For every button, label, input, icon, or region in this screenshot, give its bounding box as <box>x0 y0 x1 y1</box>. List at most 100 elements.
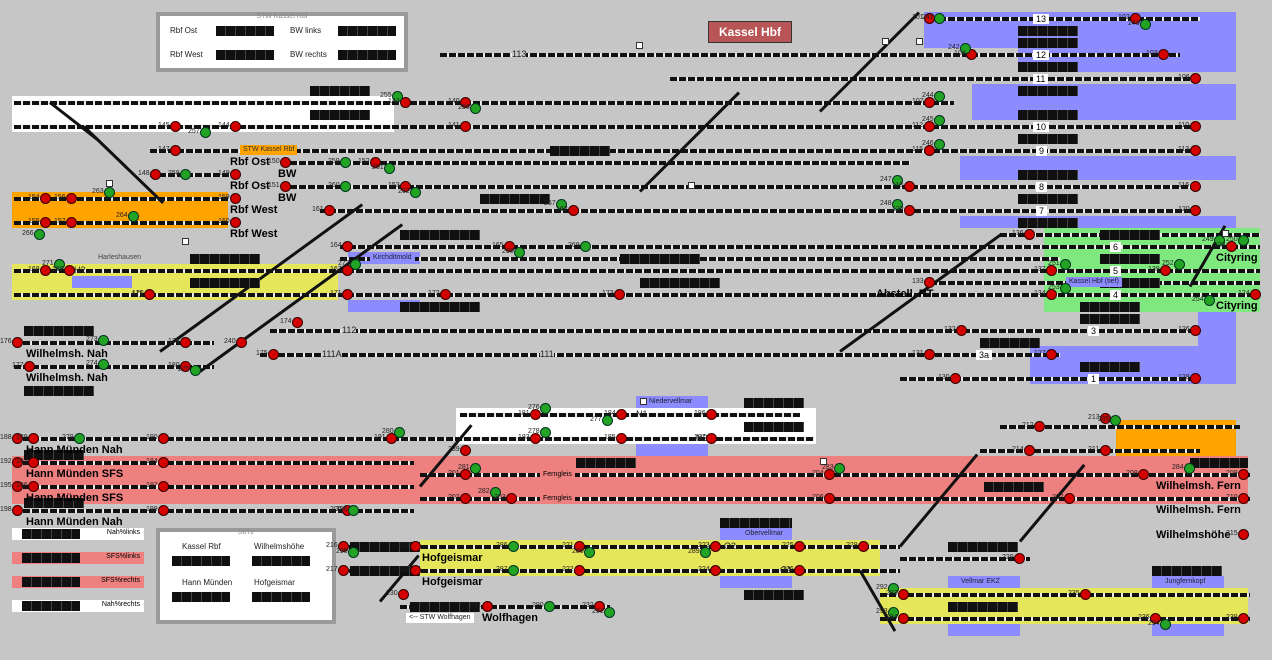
signal-green[interactable] <box>348 505 359 516</box>
signal[interactable] <box>616 409 627 420</box>
signal[interactable] <box>1138 469 1149 480</box>
signal[interactable] <box>410 541 421 552</box>
signal-green[interactable] <box>340 157 351 168</box>
signal-green[interactable] <box>1060 283 1071 294</box>
track[interactable] <box>420 473 1250 477</box>
signal-green[interactable] <box>508 541 519 552</box>
signal-green[interactable] <box>128 211 139 222</box>
track-block[interactable] <box>948 542 1018 552</box>
signal-green[interactable] <box>584 547 595 558</box>
track-block[interactable] <box>620 254 700 264</box>
signal[interactable] <box>66 217 77 228</box>
track[interactable] <box>14 221 230 225</box>
track[interactable] <box>880 593 1250 597</box>
panel-block[interactable] <box>338 26 396 36</box>
track-block[interactable] <box>1100 230 1160 240</box>
signal[interactable] <box>1024 445 1035 456</box>
signal[interactable] <box>924 349 935 360</box>
signal[interactable] <box>1190 373 1201 384</box>
signal[interactable] <box>574 565 585 576</box>
signal-green[interactable] <box>556 199 567 210</box>
signal-green[interactable] <box>190 365 201 376</box>
signal[interactable] <box>158 505 169 516</box>
signal[interactable] <box>1190 181 1201 192</box>
track[interactable] <box>900 557 1030 561</box>
signal-green[interactable] <box>700 547 711 558</box>
signal-green[interactable] <box>1140 19 1151 30</box>
track[interactable] <box>14 125 1200 129</box>
panel-block[interactable] <box>172 592 230 602</box>
signal-green[interactable] <box>104 187 115 198</box>
track[interactable] <box>260 353 1060 357</box>
track[interactable] <box>880 617 1250 621</box>
signal[interactable] <box>150 169 161 180</box>
switch-marker[interactable] <box>882 38 889 45</box>
track-block[interactable] <box>24 450 84 460</box>
signal[interactable] <box>440 289 451 300</box>
switch-marker[interactable] <box>182 238 189 245</box>
signal[interactable] <box>1238 613 1249 624</box>
signal-green[interactable] <box>1160 619 1171 630</box>
switch-marker[interactable] <box>688 182 695 189</box>
signal[interactable] <box>28 481 39 492</box>
signal-green[interactable] <box>888 607 899 618</box>
signal[interactable] <box>400 97 411 108</box>
track-block[interactable] <box>1018 170 1078 180</box>
signal[interactable] <box>1014 553 1025 564</box>
signal[interactable] <box>504 241 515 252</box>
track-block[interactable] <box>980 338 1040 348</box>
signal[interactable] <box>530 409 541 420</box>
track-block[interactable] <box>410 602 480 612</box>
signal[interactable] <box>28 433 39 444</box>
signal[interactable] <box>342 265 353 276</box>
signal-green[interactable] <box>348 547 359 558</box>
signal[interactable] <box>236 337 247 348</box>
signal[interactable] <box>12 457 23 468</box>
crossover-track[interactable] <box>818 11 921 113</box>
signal[interactable] <box>24 361 35 372</box>
signal[interactable] <box>1190 145 1201 156</box>
track-block[interactable] <box>1018 38 1078 48</box>
signal[interactable] <box>616 433 627 444</box>
signal-green[interactable] <box>340 181 351 192</box>
signal[interactable] <box>710 565 721 576</box>
signal[interactable] <box>530 433 541 444</box>
track-block[interactable] <box>1018 110 1078 120</box>
signal-green[interactable] <box>34 229 45 240</box>
track[interactable] <box>150 149 1200 153</box>
signal[interactable] <box>904 181 915 192</box>
switch-marker[interactable] <box>916 38 923 45</box>
signal[interactable] <box>1226 241 1237 252</box>
track-block[interactable] <box>350 566 420 576</box>
track[interactable] <box>420 497 1250 501</box>
track[interactable] <box>14 101 954 105</box>
signal[interactable] <box>710 541 721 552</box>
signal[interactable] <box>956 325 967 336</box>
track-block[interactable] <box>24 498 84 508</box>
signal[interactable] <box>370 157 381 168</box>
signal-green[interactable] <box>580 241 591 252</box>
track-block[interactable] <box>24 326 94 336</box>
signal[interactable] <box>1158 49 1169 60</box>
track-block[interactable] <box>24 386 94 396</box>
signal[interactable] <box>398 589 409 600</box>
signal-green[interactable] <box>98 335 109 346</box>
track-block[interactable] <box>400 302 480 312</box>
signal-green[interactable] <box>888 583 899 594</box>
signal[interactable] <box>324 205 335 216</box>
signal[interactable] <box>1190 205 1201 216</box>
signal-green[interactable] <box>544 601 555 612</box>
switch-marker[interactable] <box>1222 230 1229 237</box>
signal-green[interactable] <box>410 187 421 198</box>
signal[interactable] <box>460 121 471 132</box>
signal[interactable] <box>158 457 169 468</box>
track-block[interactable] <box>350 542 420 552</box>
track[interactable] <box>14 485 414 489</box>
switch-marker[interactable] <box>636 42 643 49</box>
track[interactable] <box>320 209 1200 213</box>
signal-green[interactable] <box>604 607 615 618</box>
track-block[interactable] <box>744 422 804 432</box>
track[interactable] <box>980 449 1200 453</box>
signal-green[interactable] <box>540 427 551 438</box>
signal[interactable] <box>1160 265 1171 276</box>
